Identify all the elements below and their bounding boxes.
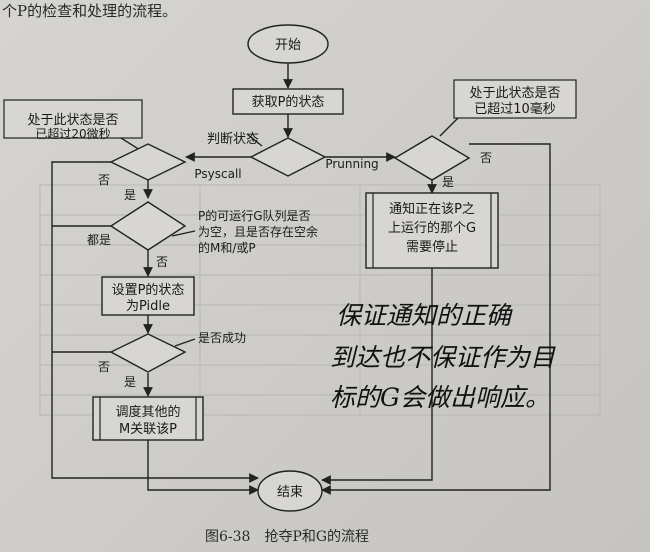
cond-queue-line2: 为空，且是否存在空余 bbox=[198, 224, 318, 239]
cond-queue-line3: 的M和/或P bbox=[198, 240, 256, 255]
cond-10ms-line2: 已超过10毫秒 bbox=[474, 101, 556, 117]
judge-diamond bbox=[249, 137, 327, 177]
cond-queue-diamond bbox=[109, 201, 187, 251]
judge-label: 判断状态 bbox=[207, 132, 259, 147]
branch-no-success: 否 bbox=[98, 360, 110, 374]
cond-10ms-diamond bbox=[393, 135, 471, 181]
callout-10ms-box bbox=[453, 79, 577, 119]
end-node bbox=[257, 470, 323, 512]
notify-line2: 上运行的那个G bbox=[388, 220, 476, 236]
callout-20us bbox=[120, 137, 141, 151]
edge-schedule-end bbox=[147, 440, 259, 495]
notify-line3: 需要停止 bbox=[406, 239, 458, 255]
cond-20us-line2: 已超过20微秒 bbox=[35, 126, 110, 141]
notify-box bbox=[365, 192, 499, 269]
callout-judge bbox=[246, 133, 263, 147]
schedule-line2: M关联该P bbox=[119, 422, 177, 437]
branch-yes-10ms: 是 bbox=[442, 175, 454, 189]
branch-both-yes: 都是 bbox=[87, 233, 111, 247]
edge-notify-end bbox=[321, 268, 433, 485]
cond-success-diamond bbox=[109, 333, 187, 373]
end-label: 结束 bbox=[277, 485, 303, 500]
cond-20us-diamond bbox=[109, 143, 187, 181]
cond-10ms-line1: 处于此状态是否 bbox=[469, 86, 560, 101]
branch-no-queue: 否 bbox=[156, 255, 168, 269]
set-idle-line2: 为Pidle bbox=[126, 299, 170, 314]
callout-20us-box bbox=[3, 99, 143, 139]
notify-line1: 通知正在该P之 bbox=[389, 201, 475, 217]
branch-no-20us: 否 bbox=[98, 173, 110, 187]
handwriting-line2: 到达也不保证作为目 bbox=[330, 343, 556, 372]
psyscall-label: Psyscall bbox=[194, 167, 241, 181]
schedule-line1: 调度其他的 bbox=[115, 404, 180, 420]
start-label: 开始 bbox=[275, 38, 301, 53]
edge-10ms-no bbox=[321, 143, 551, 495]
cond-queue-line1: P的可运行G队列是否 bbox=[198, 208, 311, 223]
handwriting-line1: 保证通知的正确 bbox=[336, 301, 513, 330]
set-idle-line1: 设置P的状态 bbox=[112, 282, 185, 298]
header-text: 个P的检查和处理的流程。 bbox=[2, 2, 178, 20]
callout-10ms bbox=[439, 117, 459, 137]
prunning-label: Prunning bbox=[325, 157, 378, 171]
callout-success bbox=[174, 338, 196, 347]
figure-caption: 图6-38 抢夺P和G的流程 bbox=[205, 529, 370, 545]
branch-yes-20us: 是 bbox=[124, 188, 136, 202]
get-status-label: 获取P的状态 bbox=[252, 94, 325, 110]
branch-yes-success: 是 bbox=[124, 375, 136, 389]
get-status-box bbox=[232, 88, 344, 115]
edge-20us-no bbox=[51, 161, 259, 483]
cond-success-label: 是否成功 bbox=[198, 331, 246, 345]
background-grid bbox=[39, 184, 601, 416]
handwriting-line3: 标的G会做出响应。 bbox=[330, 383, 550, 412]
branch-no-10ms: 否 bbox=[480, 151, 492, 165]
set-idle-box bbox=[101, 276, 195, 316]
schedule-box bbox=[92, 396, 204, 441]
cond-20us-line1: 处于此状态是否 bbox=[27, 113, 118, 128]
start-node bbox=[247, 24, 329, 64]
callout-queue bbox=[171, 230, 196, 237]
